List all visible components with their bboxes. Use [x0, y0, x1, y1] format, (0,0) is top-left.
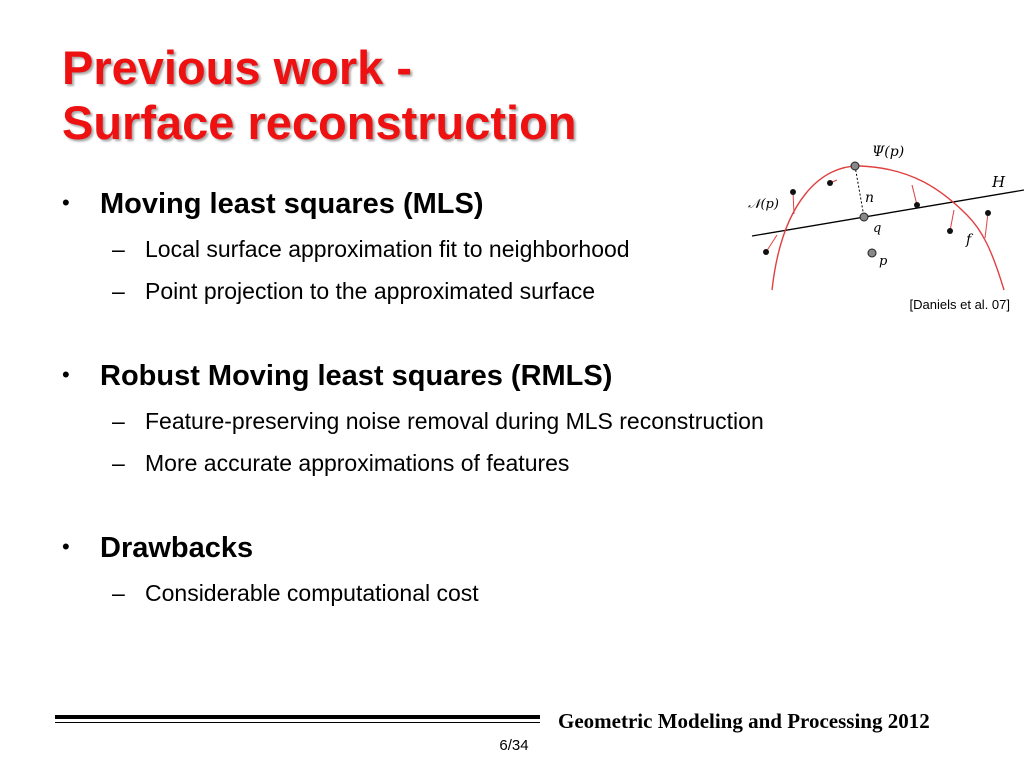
sub-bullet-text: Considerable computational cost: [145, 580, 479, 606]
dash: –: [112, 236, 125, 262]
curve-f: [771, 165, 1005, 291]
dash: –: [112, 450, 125, 476]
sub-bullet: –Local surface approximation fit to neig…: [112, 236, 630, 263]
label-f: f: [965, 232, 974, 248]
plane-h-line: [751, 189, 1024, 237]
bullet-rmls: • Robust Moving least squares (RMLS): [62, 360, 612, 393]
sub-bullet: –Considerable computational cost: [112, 580, 479, 607]
p-point: [867, 248, 877, 258]
bullet-mls: • Moving least squares (MLS): [62, 188, 484, 221]
sub-bullet-text: Point projection to the approximated sur…: [145, 278, 596, 304]
footer-rule-thick: [55, 715, 540, 719]
bullet-dot: •: [62, 362, 70, 387]
slide-title: Previous work - Surface reconstruction: [62, 40, 577, 150]
bullet-label: Robust Moving least squares (RMLS): [100, 360, 613, 392]
sub-bullet-text: More accurate approximations of features: [145, 450, 570, 476]
bullet-dot: •: [62, 190, 70, 215]
title-line-2: Surface reconstruction: [62, 96, 577, 149]
label-p: p: [879, 254, 888, 269]
dash: –: [112, 580, 125, 606]
bullet-dot: •: [62, 534, 70, 559]
psi-point: [850, 161, 860, 171]
label-neighborhood: 𝒩(p): [748, 197, 779, 212]
label-h: H: [991, 173, 1006, 191]
label-psi: Ψ(p): [872, 144, 904, 160]
footer-conference: Geometric Modeling and Processing 2012: [558, 709, 930, 733]
q-point: [859, 212, 869, 222]
citation: [Daniels et al. 07]: [909, 297, 1010, 312]
title-line-1: Previous work -: [62, 41, 412, 94]
sub-bullet: –More accurate approximations of feature…: [112, 450, 569, 477]
sub-bullet-text: Local surface approximation fit to neigh…: [145, 236, 630, 262]
normal-n: [854, 165, 865, 218]
page-number: 6/34: [499, 737, 529, 754]
sub-bullet: –Point projection to the approximated su…: [112, 278, 595, 305]
bullet-drawbacks: • Drawbacks: [62, 532, 253, 565]
footer-rule-thin: [55, 722, 540, 723]
mls-projection-figure: Ψ(p) n H 𝒩(p) q f p: [748, 144, 1024, 291]
dash: –: [112, 408, 125, 434]
sample-points: [763, 180, 991, 255]
bullet-label: Moving least squares (MLS): [100, 188, 484, 220]
bullet-label: Drawbacks: [100, 532, 254, 564]
sub-bullet-text: Feature-preserving noise removal during …: [145, 408, 764, 434]
sub-bullet: –Feature-preserving noise removal during…: [112, 408, 764, 435]
label-n: n: [865, 190, 874, 206]
residual-segments: [765, 179, 989, 253]
label-q: q: [873, 221, 881, 236]
dash: –: [112, 278, 125, 304]
